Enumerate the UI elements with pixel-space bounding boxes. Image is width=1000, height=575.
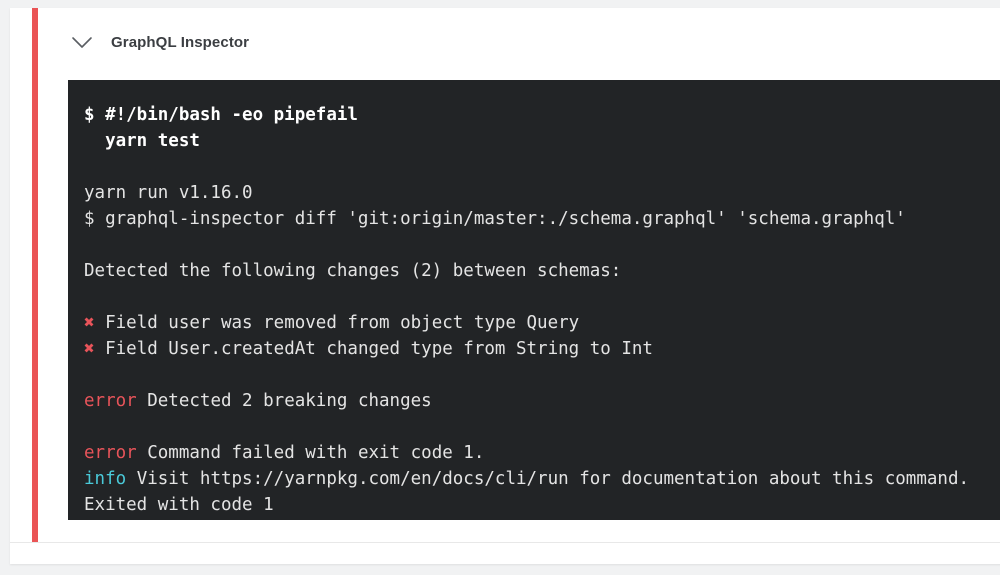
log-text-mark: ✖ [84, 313, 95, 333]
line-error-exit: error Command failed with exit code 1. [84, 440, 1000, 466]
line-command-shebang: $ #!/bin/bash -eo pipefail [84, 102, 1000, 128]
log-text-error: error [84, 391, 137, 411]
log-text-mark: ✖ [84, 339, 95, 359]
terminal-log-output[interactable]: $ #!/bin/bash -eo pipefail yarn test yar… [68, 80, 1000, 520]
line-detected-changes: Detected the following changes (2) betwe… [84, 258, 1000, 284]
log-text-plain: Detected 2 breaking changes [136, 391, 432, 411]
line-yarn-version: yarn run v1.16.0 [84, 180, 1000, 206]
card-footer [10, 543, 1000, 564]
log-text-plain: Field User.createdAt changed type from S… [94, 339, 653, 359]
line-blank-5 [84, 414, 1000, 440]
log-text-plain: yarn run v1.16.0 [84, 183, 253, 203]
line-info-docs: info Visit https://yarnpkg.com/en/docs/c… [84, 466, 1000, 492]
log-text-error: error [84, 443, 137, 463]
line-change-1: ✖ Field user was removed from object typ… [84, 310, 1000, 336]
line-blank-1 [84, 154, 1000, 180]
status-accent-strip [32, 8, 38, 542]
chevron-down-icon[interactable] [68, 32, 96, 52]
line-command-yarn-test: yarn test [84, 128, 1000, 154]
log-text-plain: Field user was removed from object type … [94, 313, 580, 333]
log-text-plain: Visit https://yarnpkg.com/en/docs/cli/ru… [126, 469, 970, 489]
build-step-card: GraphQL Inspector $ #!/bin/bash -eo pipe… [10, 8, 1000, 564]
card-divider [10, 542, 1000, 543]
log-text-plain: Exited with code 1 [84, 495, 274, 515]
line-inspector-diff: $ graphql-inspector diff 'git:origin/mas… [84, 206, 1000, 232]
card-header[interactable]: GraphQL Inspector [10, 8, 1000, 78]
page-title: GraphQL Inspector [111, 34, 250, 51]
log-text-bold: $ #!/bin/bash -eo pipefail [84, 105, 358, 125]
log-text-plain: Command failed with exit code 1. [136, 443, 485, 463]
line-blank-4 [84, 362, 1000, 388]
terminal-log-lines: $ #!/bin/bash -eo pipefail yarn test yar… [68, 102, 1000, 518]
line-blank-3 [84, 284, 1000, 310]
log-text-bold: yarn test [84, 131, 200, 151]
line-blank-2 [84, 232, 1000, 258]
log-text-info: info [84, 469, 127, 489]
line-change-2: ✖ Field User.createdAt changed type from… [84, 336, 1000, 362]
log-text-plain: $ graphql-inspector diff 'git:origin/mas… [84, 209, 906, 229]
line-error-breaking: error Detected 2 breaking changes [84, 388, 1000, 414]
line-exited: Exited with code 1 [84, 492, 1000, 518]
log-text-plain: Detected the following changes (2) betwe… [84, 261, 622, 281]
